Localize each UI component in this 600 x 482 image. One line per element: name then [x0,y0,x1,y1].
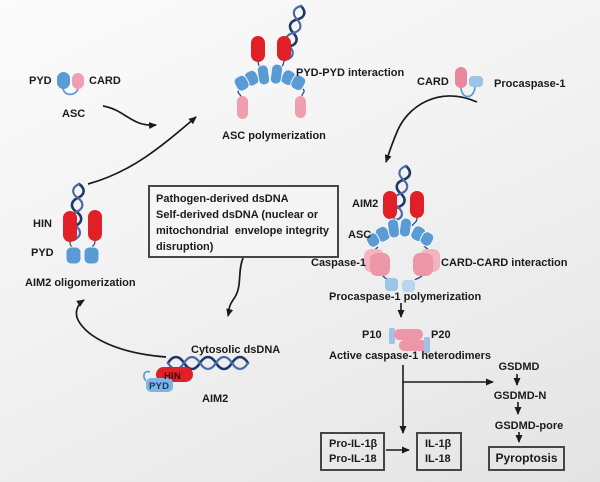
pyd-domain-shape [269,63,284,85]
dna-helix-icon [166,355,250,371]
label-pro-il-18: Pro-IL-18 [329,453,377,465]
label-procaspase-1: Procaspase-1 [494,78,566,90]
card-domain-shape [295,96,306,118]
hin-domain-shape [63,211,77,242]
pyroptosis-box: Pyroptosis [488,446,565,471]
aim2-hin-shape [277,36,291,61]
aim2-hin-shape [383,191,397,219]
pyd-domain-shape [256,64,271,86]
label-pyd-pyd-interaction: PYD-PYD interaction [296,67,405,79]
pyd-domain-shape [398,217,413,238]
asc-polymerization-structure [233,36,307,119]
aim2-sensing-structure [143,367,193,392]
dsdna-box-line: Pathogen-derived dsDNA [156,193,289,205]
label-card-top-right: CARD [417,76,449,88]
arrow-asc-to-polymerization [102,105,157,130]
label-active-caspase-heterodimers: Active caspase-1 heterodimers [329,350,492,362]
p20-subunit-shape [399,340,428,351]
label-p10: P10 [362,329,382,341]
label-pyd-mid-left: PYD [31,247,54,259]
pyd-domain-shape [65,246,82,265]
pyd-domain-shape [57,72,70,89]
caspase1-card-shape [413,253,433,276]
label-pro-il-1b: Pro-IL-1β [329,438,378,450]
pyd-domain-shape [83,246,100,265]
label-asc-complex: ASC [348,229,372,241]
label-card-top-left: CARD [89,75,121,87]
domain-linker [62,87,79,96]
aim2-oligomer-structure [63,210,102,265]
caspase1-card-shape [370,253,390,276]
label-il-1b: IL-1β [425,438,452,450]
domain-linker [460,86,476,98]
card-domain-shape [237,96,248,119]
aim2-hin-shape [251,36,265,62]
p10-subunit-shape [389,328,395,344]
asc-monomer-structure [57,72,84,96]
caspase-domain-shape [469,76,483,87]
card-domain-shape [72,73,84,89]
label-hin-on-shape: HIN [164,371,181,382]
dsdna-box-line: Self-derived dsDNA (nuclear or [156,209,319,221]
aim2-hin-shape [410,191,424,218]
label-p20: P20 [431,329,451,341]
arrow-oligomer-to-polymerization [87,116,197,185]
dsdna-source-box: Pathogen-derived dsDNA Self-derived dsDN… [148,185,339,258]
label-gsdmd: GSDMD [498,361,540,373]
label-gsdmd-pore: GSDMD-pore [494,420,564,432]
pyd-domain-shape [146,378,173,392]
label-il-18: IL-18 [425,453,451,465]
label-caspase-1: Caspase-1 [311,257,367,269]
label-pyd-top-left: PYD [29,75,52,87]
procaspase-domain-shape [385,278,398,291]
pyd-domain-shape [365,232,381,248]
il-box: IL-1β IL-18 [416,432,462,471]
caspase1-heterodimer-structure [389,328,430,353]
label-cytosolic-dsdna: Cytosolic dsDNA [191,344,281,356]
procaspase1-monomer-structure [455,67,483,98]
arrow-box-to-cytosolic-dsdna [226,257,244,317]
pyd-domain-shape [386,218,401,239]
label-aim2-bottom: AIM2 [202,393,229,405]
label-gsdmd-n: GSDMD-N [493,390,547,402]
label-pyd-on-shape: PYD [149,381,170,392]
pro-il-box: Pro-IL-1β Pro-IL-18 [320,432,385,471]
asc-pyd-cluster [365,217,435,248]
label-procaspase-polymerization: Procaspase-1 polymerization [329,291,482,303]
pyd-cluster [233,63,307,92]
pyd-domain-shape [290,74,307,92]
arrow-procaspase-to-inflammasome [384,95,478,163]
arrow-aim2-to-oligomerization [75,299,167,358]
p10-subunit-shape [424,337,430,353]
hin-domain-shape [88,210,102,241]
domain-linker [411,217,418,227]
card-domain-shape [455,67,467,88]
pyd-domain-shape [233,74,250,92]
pyd-domain-shape [419,231,435,247]
pathway-arrows [75,95,523,454]
label-pyroptosis: Pyroptosis [495,451,558,465]
label-aim2-complex: AIM2 [352,198,379,210]
label-aim2-oligomerization: AIM2 oligomerization [25,277,136,289]
domain-linker [301,88,305,97]
procaspase-domain-shape [402,280,415,292]
label-asc: ASC [62,108,86,120]
domain-linker [143,370,151,382]
dsdna-box-line: mitochondrial envelope integrity [156,225,329,237]
label-asc-polymerization: ASC polymerization [222,130,326,142]
label-hin: HIN [33,218,52,230]
dsdna-box-line: disruption) [156,241,214,253]
inflammasome-complex-structure [364,191,440,292]
p20-subunit-shape [394,329,423,340]
label-card-card-interaction: CARD-CARD interaction [441,257,568,269]
